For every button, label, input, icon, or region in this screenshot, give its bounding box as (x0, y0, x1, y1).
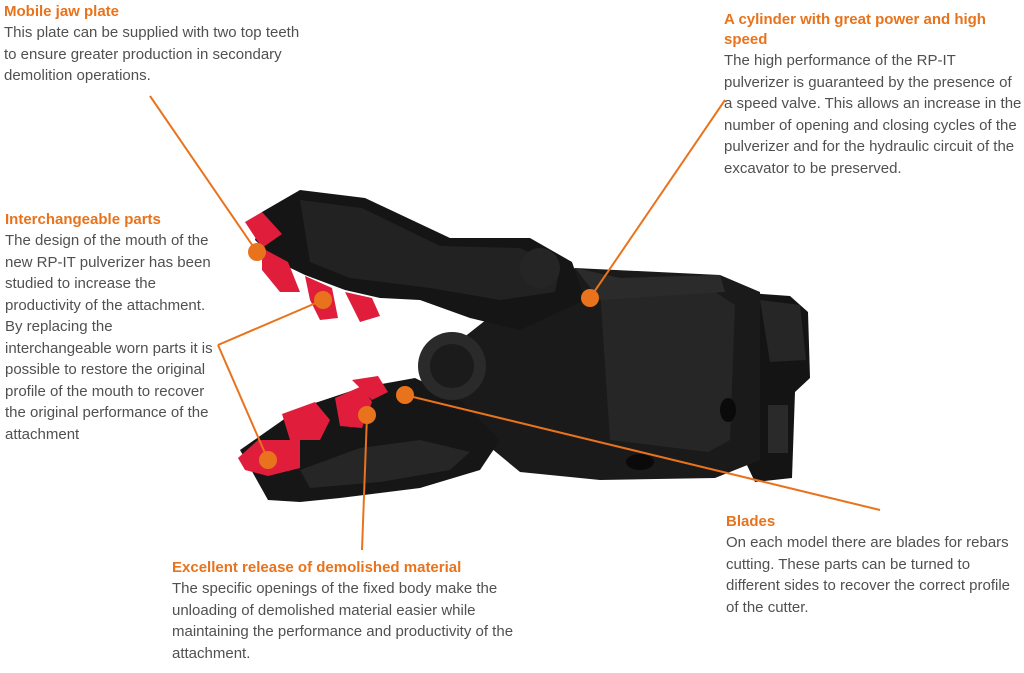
dot-release (358, 406, 376, 424)
callout-title: Excellent release of demolished material (172, 559, 462, 576)
callout-release: Excellent release of demolished material… (172, 558, 537, 664)
callout-cylinder: A cylinder with great power and high spe… (724, 10, 1022, 179)
dot-interchangeable-bottom (259, 451, 277, 469)
callout-title: Mobile jaw plate (4, 3, 120, 20)
dot-cylinder (581, 289, 599, 307)
callout-body: On each model there are blades for rebar… (726, 534, 1011, 616)
pulverizer-illustration (238, 190, 810, 502)
leader-line-interchangeable-top (217, 299, 324, 346)
callout-body: This plate can be supplied with two top … (4, 24, 300, 84)
leader-line-blades (404, 394, 881, 511)
dot-mobile-jaw (248, 243, 266, 261)
callout-blades: Blades On each model there are blades fo… (726, 512, 1018, 618)
leader-line-mobile-jaw (149, 95, 258, 253)
callout-body: The high performance of the RP-IT pulver… (724, 52, 1022, 177)
callout-body: The design of the mouth of the new RP-IT… (5, 232, 213, 443)
leader-line-cylinder (589, 99, 726, 299)
leader-lines (149, 95, 881, 551)
leader-line-release (361, 414, 368, 551)
callout-title: A cylinder with great power and high spe… (724, 11, 986, 48)
callout-interchangeable: Interchangeable parts The design of the … (5, 210, 219, 445)
callout-title: Interchangeable parts (5, 211, 161, 228)
dot-blades (396, 386, 414, 404)
callout-mobile-jaw: Mobile jaw plate This plate can be suppl… (4, 2, 304, 87)
callout-title: Blades (726, 513, 776, 530)
leader-line-interchangeable-bottom (217, 344, 269, 461)
callout-dots (248, 243, 599, 469)
dot-interchangeable-top (314, 291, 332, 309)
callout-body: The specific openings of the fixed body … (172, 580, 514, 662)
